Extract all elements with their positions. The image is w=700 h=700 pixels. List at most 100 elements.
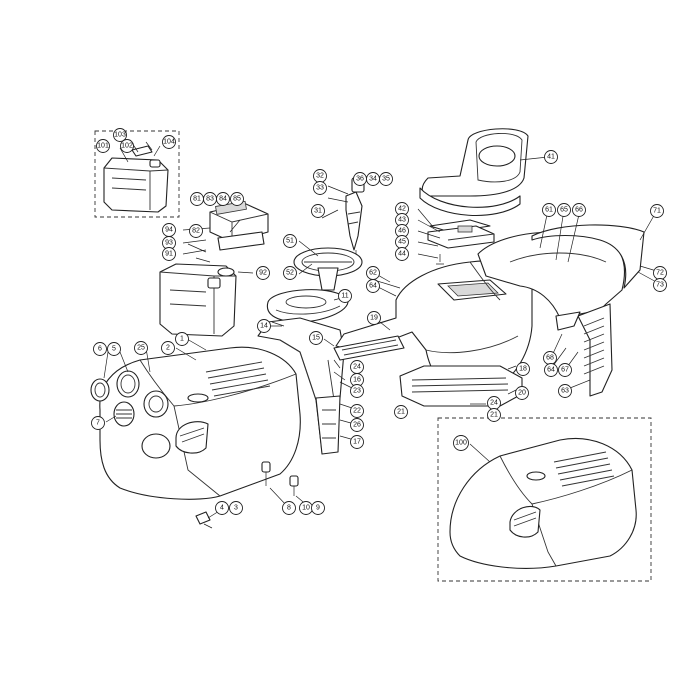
svg-text:52: 52	[286, 270, 294, 277]
svg-text:103: 103	[114, 132, 126, 139]
callout: 23	[350, 384, 364, 398]
svg-text:10: 10	[302, 505, 310, 512]
callout: 102	[120, 139, 134, 153]
callout: 33	[313, 181, 327, 195]
callout: 8	[282, 501, 296, 515]
callout: 35	[379, 172, 393, 186]
callout: 24	[487, 396, 501, 410]
svg-text:101: 101	[97, 143, 109, 150]
svg-text:18: 18	[519, 366, 527, 373]
svg-text:33: 33	[316, 185, 324, 192]
callout: 17	[350, 435, 364, 449]
front-frame-part	[257, 317, 345, 455]
rear-fender-part	[477, 224, 645, 397]
svg-text:44: 44	[398, 251, 406, 258]
callout: 64	[544, 363, 558, 377]
svg-text:11: 11	[341, 293, 348, 300]
svg-text:2: 2	[166, 345, 170, 352]
callout-leaders	[103, 156, 661, 519]
svg-text:73: 73	[656, 282, 664, 289]
svg-text:7: 7	[96, 420, 100, 427]
callout: 72	[653, 266, 667, 280]
svg-text:14: 14	[260, 323, 268, 330]
svg-text:46: 46	[398, 228, 406, 235]
callout: 31	[311, 204, 325, 218]
svg-text:64: 64	[547, 367, 555, 374]
svg-text:36: 36	[356, 176, 364, 183]
svg-text:41: 41	[547, 154, 555, 161]
headlight-parts	[90, 370, 169, 427]
svg-text:62: 62	[369, 270, 377, 277]
battery-part	[159, 243, 237, 337]
svg-text:102: 102	[121, 143, 133, 150]
callout: 85	[230, 192, 244, 206]
steering-wheel-part	[293, 247, 363, 291]
main-body-part	[335, 260, 533, 393]
svg-text:3: 3	[234, 505, 238, 512]
callout: 103	[113, 128, 127, 142]
callout: 24	[350, 360, 364, 374]
svg-text:94: 94	[165, 227, 173, 234]
callout: 19	[367, 311, 381, 325]
svg-text:93: 93	[165, 240, 173, 247]
callout: 67	[558, 363, 572, 377]
callout: 3	[229, 501, 243, 515]
callout: 6	[93, 342, 107, 356]
seat-console-parts	[427, 219, 495, 265]
svg-text:25: 25	[137, 345, 145, 352]
callout: 14	[257, 319, 271, 333]
svg-text:67: 67	[561, 367, 569, 374]
svg-text:45: 45	[398, 239, 406, 246]
svg-text:51: 51	[286, 238, 294, 245]
callout: 15	[309, 331, 323, 345]
callout: 84	[216, 192, 230, 206]
callout: 71	[650, 204, 664, 218]
svg-text:21: 21	[397, 409, 405, 416]
callout: 25	[134, 341, 148, 355]
callout: 5	[107, 342, 121, 356]
svg-text:100: 100	[455, 440, 467, 447]
svg-text:1: 1	[180, 336, 184, 343]
svg-text:15: 15	[312, 335, 320, 342]
svg-text:91: 91	[165, 251, 173, 258]
svg-text:35: 35	[382, 176, 390, 183]
control-panel-part	[209, 200, 269, 251]
callout: 68	[543, 351, 557, 365]
callout: 61	[542, 203, 556, 217]
svg-text:65: 65	[560, 207, 568, 214]
callout: 26	[350, 418, 364, 432]
callout: 65	[557, 203, 571, 217]
svg-text:85: 85	[233, 196, 241, 203]
callout: 22	[350, 404, 364, 418]
alternate-bonnet-part	[449, 437, 637, 569]
callout: 104	[162, 135, 176, 149]
callout: 21	[487, 408, 501, 422]
callout: 101	[96, 139, 110, 153]
svg-text:83: 83	[206, 196, 214, 203]
svg-text:32: 32	[316, 173, 324, 180]
fuel-tank-part	[103, 139, 169, 213]
callout: 66	[572, 203, 586, 217]
svg-text:31: 31	[314, 208, 322, 215]
callout: 64	[366, 279, 380, 293]
svg-text:42: 42	[398, 206, 406, 213]
callout: 45	[395, 235, 409, 249]
svg-text:81: 81	[193, 196, 201, 203]
svg-text:92: 92	[259, 270, 267, 277]
dash-shroud-part	[266, 289, 349, 323]
svg-text:64: 64	[369, 283, 377, 290]
svg-text:104: 104	[163, 139, 175, 146]
svg-text:6: 6	[98, 346, 102, 353]
svg-text:5: 5	[112, 346, 116, 353]
svg-text:84: 84	[219, 196, 227, 203]
svg-text:16: 16	[353, 377, 361, 384]
callout: 94	[162, 223, 176, 237]
callout: 41	[544, 150, 558, 164]
svg-text:21: 21	[490, 412, 498, 419]
svg-text:26: 26	[353, 422, 361, 429]
svg-text:4: 4	[220, 505, 224, 512]
callout: 62	[366, 266, 380, 280]
callout: 44	[395, 247, 409, 261]
svg-text:9: 9	[316, 505, 320, 512]
